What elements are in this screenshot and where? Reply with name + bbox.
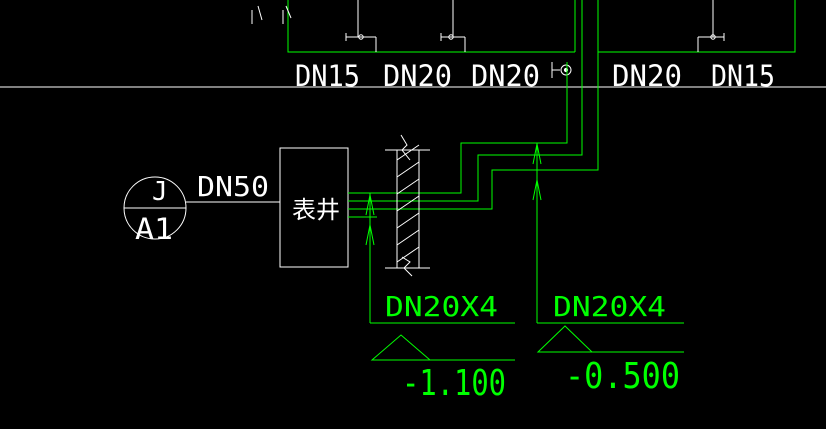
fixture-top-label: J xyxy=(152,177,168,207)
riser-2-elevation-label: -0.500 xyxy=(565,356,680,397)
elevation-marker-2 xyxy=(536,325,594,353)
fixture-bottom-label: A1 xyxy=(135,212,173,246)
riser-1 xyxy=(365,193,515,361)
main-pipe-size-label: DN50 xyxy=(197,170,269,203)
fixture-symbol: J A1 xyxy=(123,176,187,246)
inline-valve-icon xyxy=(551,62,572,78)
outgoing-pipes xyxy=(348,0,599,218)
pipe-size-label-3: DN20 xyxy=(471,59,540,93)
riser-1-size-label: DN20X4 xyxy=(385,290,498,323)
branch-valves xyxy=(251,0,725,52)
pipe-size-label-5: DN15 xyxy=(711,59,775,93)
pipe-size-label-4: DN20 xyxy=(612,59,682,93)
riser-2 xyxy=(532,143,684,353)
riser-2-size-label: DN20X4 xyxy=(553,290,666,323)
wall-section xyxy=(385,134,430,277)
pipe-size-label-2: DN20 xyxy=(383,59,452,93)
branch-header-pipes xyxy=(287,0,796,53)
elevation-marker-1 xyxy=(370,334,432,361)
riser-1-elevation-label: -1.100 xyxy=(402,363,506,404)
meter-well-box xyxy=(279,147,349,268)
meter-well-label: 表井 xyxy=(292,196,340,224)
pipe-size-label-1: DN15 xyxy=(295,59,360,93)
